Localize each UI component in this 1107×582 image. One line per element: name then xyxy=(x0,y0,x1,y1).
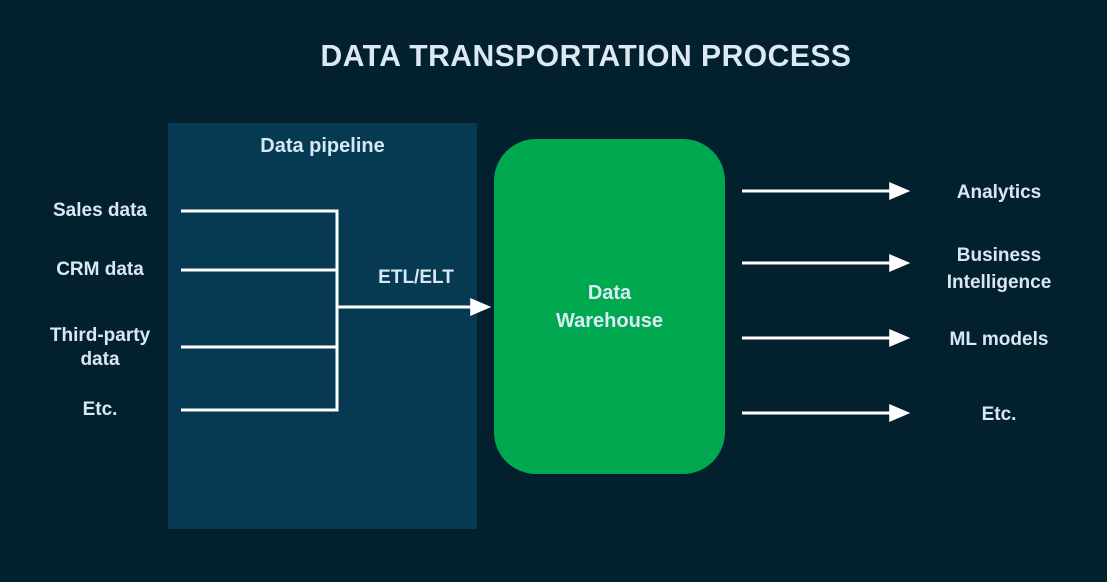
source-label-crm-data: CRM data xyxy=(56,259,144,280)
data-pipeline-label: Data pipeline xyxy=(260,135,385,157)
page-title: DATA TRANSPORTATION PROCESS xyxy=(320,38,852,73)
output-label-ml-models: ML models xyxy=(949,329,1049,350)
source-label-etc: Etc. xyxy=(82,399,118,420)
output-label-business-intelligence: Business Intelligence xyxy=(946,245,1052,293)
data-pipeline-box: Data pipeline xyxy=(168,123,477,529)
data-warehouse-box: Data Warehouse xyxy=(494,139,725,474)
source-label-sales-data: Sales data xyxy=(53,200,147,221)
etl-elt-label: ETL/ELT xyxy=(378,267,454,288)
output-label-etc: Etc. xyxy=(981,404,1017,425)
data-warehouse-label: Data Warehouse xyxy=(555,281,664,332)
output-label-analytics: Analytics xyxy=(956,182,1042,203)
source-label-third-party-data: Third-party data xyxy=(49,325,151,370)
